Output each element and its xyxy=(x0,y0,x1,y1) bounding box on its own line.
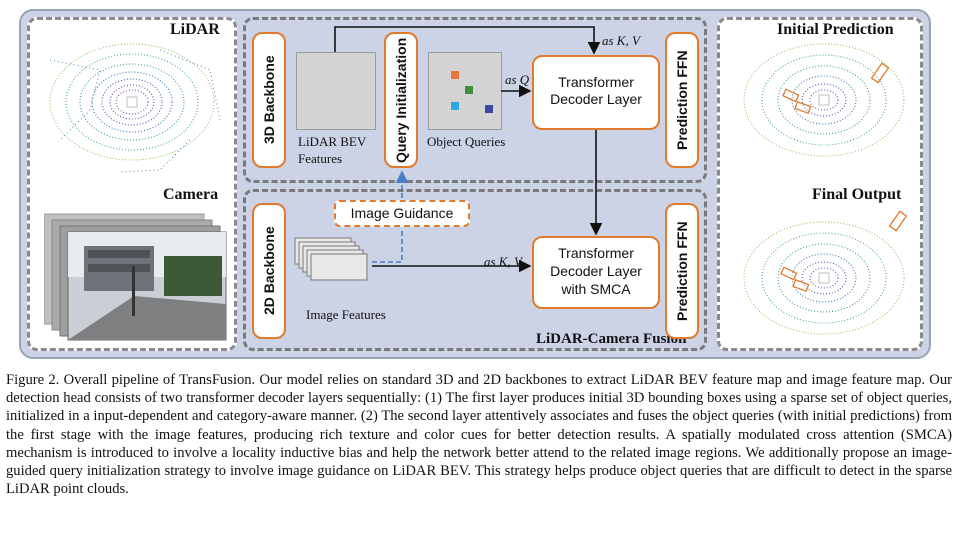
fusion-branch-panel xyxy=(243,189,707,351)
camera-image-stack xyxy=(44,213,227,341)
image-features-stack xyxy=(294,237,368,281)
image-features-label: Image Features xyxy=(306,307,386,322)
decoder-2-label-line2: Decoder Layer xyxy=(550,263,642,279)
arrow-label-q: as Q xyxy=(505,72,530,87)
image-guidance-label: Image Guidance xyxy=(350,205,454,221)
query-dot-green xyxy=(465,86,473,94)
bev-label-line2: Features xyxy=(298,151,343,166)
decoder-1-label: Transformer Decoder Layer xyxy=(550,74,642,107)
decoder-2-label-line1: Transformer xyxy=(558,245,634,261)
initial-prediction-cloud xyxy=(743,43,905,157)
output-panel xyxy=(717,17,923,351)
ffn-2-box xyxy=(665,203,699,339)
image-guidance-box xyxy=(334,200,470,227)
object-queries-label: Object Queries xyxy=(427,134,506,149)
decoder-1-box xyxy=(532,55,660,130)
arrow-label-kv-top: as K, V xyxy=(602,33,640,48)
query-init-box xyxy=(384,32,418,168)
initial-prediction-label: Initial Prediction xyxy=(777,21,894,38)
bev-label-line1: LiDAR BEV xyxy=(298,134,367,149)
lidar-label: LiDAR xyxy=(170,21,220,38)
object-queries-map xyxy=(428,52,502,130)
fusion-label: LiDAR-Camera Fusion xyxy=(536,331,687,347)
query-dot-navy xyxy=(485,105,493,113)
connector-arrows xyxy=(334,26,603,273)
arrow-bev-to-decoder-1 xyxy=(334,26,601,55)
ffn-1-box xyxy=(665,32,699,168)
final-output-cloud xyxy=(743,210,908,335)
decoder-2-label-line3: with SMCA xyxy=(561,281,631,297)
backbone-3d-box xyxy=(252,32,286,168)
figure-caption: Figure 2. Overall pipeline of TransFusio… xyxy=(6,372,952,498)
final-output-label: Final Output xyxy=(812,186,902,203)
camera-label: Camera xyxy=(163,186,219,203)
backbone-2d-box xyxy=(252,203,286,339)
arrow-image-guidance xyxy=(372,229,403,263)
query-dot-blue xyxy=(451,102,459,110)
bev-feature-map xyxy=(296,52,376,130)
query-dot-orange xyxy=(451,71,459,79)
lidar-point-cloud xyxy=(49,43,221,173)
lidar-branch-panel xyxy=(243,17,707,183)
decoder-2-box xyxy=(532,236,660,309)
